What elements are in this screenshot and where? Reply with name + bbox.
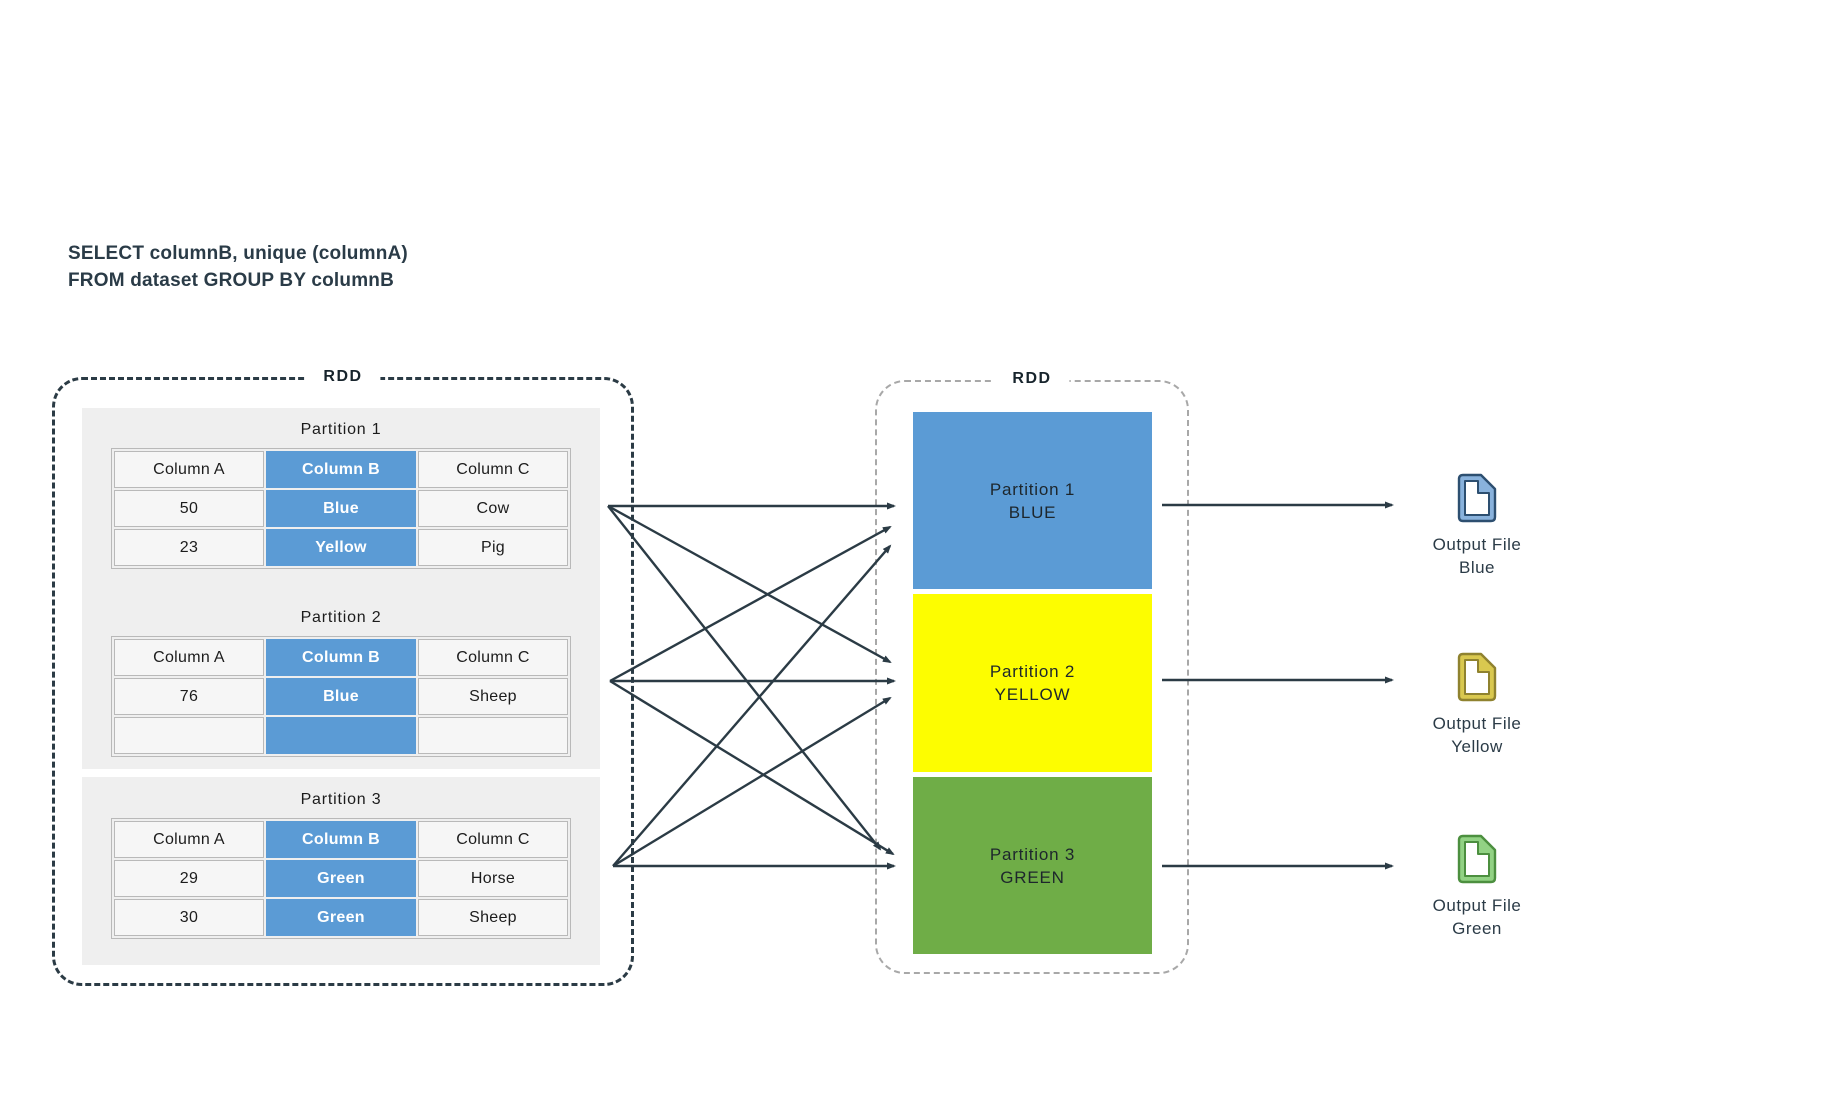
header-cell-column-b: Column B (266, 639, 416, 676)
result-partition-blue: Partition 1 BLUE (913, 412, 1152, 589)
table-row-empty (114, 717, 568, 754)
result-rdd-box: RDD Partition 1 BLUE Partition 2 YELLOW … (875, 370, 1189, 974)
cell-c: Sheep (418, 678, 568, 715)
file-icon-yellow (1457, 652, 1497, 702)
result-partition-blue-title: Partition 1 (989, 479, 1076, 499)
arrow-p3-to-blue (612, 544, 892, 867)
cell-a: 76 (114, 678, 264, 715)
source-panel-top: Partition 1 Column A Column B Column C 5… (82, 408, 600, 769)
source-rdd-label: RDD (305, 368, 381, 386)
result-rdd-label: RDD (994, 370, 1070, 388)
table-row: 76 Blue Sheep (114, 678, 568, 715)
partition-3-title: Partition 3 (300, 791, 382, 808)
sql-query-line2: FROM dataset GROUP BY columnB (68, 270, 395, 291)
file-icon-blue (1457, 473, 1497, 523)
table-header-row: Column A Column B Column C (114, 451, 568, 488)
header-cell-column-b: Column B (266, 821, 416, 858)
table-row: 29 Green Horse (114, 860, 568, 897)
result-partition-green: Partition 3 GREEN (913, 777, 1152, 954)
partition-3-block: Partition 3 Column A Column B Column C 2… (82, 791, 600, 939)
header-cell-column-b: Column B (266, 451, 416, 488)
cell-c: Pig (418, 529, 568, 566)
arrow-p3-to-yellow (612, 696, 892, 868)
partition-1-block: Partition 1 Column A Column B Column C 5… (82, 421, 600, 569)
partition-3-table: Column A Column B Column C 29 Green Hors… (111, 818, 571, 939)
output-file-yellow: Output File Yellow (1412, 651, 1542, 758)
cell-b (266, 717, 416, 754)
result-partition-green-key: GREEN (1000, 867, 1065, 887)
cell-a: 30 (114, 899, 264, 936)
table-header-row: Column A Column B Column C (114, 639, 568, 676)
output-file-blue: Output File Blue (1412, 472, 1542, 579)
output-file-yellow-label-line1: Output File (1432, 714, 1522, 733)
arrow-p1-to-green (607, 505, 882, 851)
cell-a: 29 (114, 860, 264, 897)
output-file-green-label-line2: Green (1452, 919, 1502, 938)
partition-2-title: Partition 2 (300, 609, 382, 626)
cell-c: Horse (418, 860, 568, 897)
header-cell-column-c: Column C (418, 639, 568, 676)
result-partition-blue-key: BLUE (1008, 502, 1057, 522)
partition-2-table: Column A Column B Column C 76 Blue Sheep (111, 636, 571, 757)
partition-1-title: Partition 1 (300, 421, 382, 438)
header-cell-column-a: Column A (114, 639, 264, 676)
output-file-blue-label-line1: Output File (1432, 535, 1522, 554)
cell-c (418, 717, 568, 754)
arrow-p2-to-blue (609, 525, 892, 683)
cell-c: Cow (418, 490, 568, 527)
cell-b: Blue (266, 490, 416, 527)
source-panel-bottom: Partition 3 Column A Column B Column C 2… (82, 777, 600, 965)
sql-query-line1: SELECT columnB, unique (columnA) (68, 243, 408, 264)
file-icon-green (1457, 834, 1497, 884)
result-partition-green-title: Partition 3 (989, 844, 1076, 864)
table-header-row: Column A Column B Column C (114, 821, 568, 858)
cell-a (114, 717, 264, 754)
output-file-blue-label-line2: Blue (1458, 558, 1496, 577)
result-partition-yellow: Partition 2 YELLOW (913, 594, 1152, 772)
partition-1-table: Column A Column B Column C 50 Blue Cow 2… (111, 448, 571, 569)
arrow-p1-to-yellow (607, 504, 892, 664)
cell-b: Yellow (266, 529, 416, 566)
cell-a: 23 (114, 529, 264, 566)
header-cell-column-c: Column C (418, 451, 568, 488)
sql-query: SELECT columnB, unique (columnA) FROM da… (68, 240, 408, 294)
output-file-green: Output File Green (1412, 833, 1542, 940)
table-row: 23 Yellow Pig (114, 529, 568, 566)
cell-a: 50 (114, 490, 264, 527)
table-row: 30 Green Sheep (114, 899, 568, 936)
header-cell-column-a: Column A (114, 451, 264, 488)
output-file-yellow-label-line2: Yellow (1451, 737, 1503, 756)
header-cell-column-a: Column A (114, 821, 264, 858)
result-partition-yellow-key: YELLOW (994, 685, 1071, 704)
arrow-p2-to-green (609, 679, 895, 856)
cell-b: Green (266, 899, 416, 936)
cell-b: Blue (266, 678, 416, 715)
header-cell-column-c: Column C (418, 821, 568, 858)
cell-b: Green (266, 860, 416, 897)
output-file-green-label-line1: Output File (1432, 896, 1522, 915)
table-row: 50 Blue Cow (114, 490, 568, 527)
cell-c: Sheep (418, 899, 568, 936)
partition-2-block: Partition 2 Column A Column B Column C 7… (82, 609, 600, 757)
result-partition-yellow-title: Partition 2 (989, 662, 1076, 681)
